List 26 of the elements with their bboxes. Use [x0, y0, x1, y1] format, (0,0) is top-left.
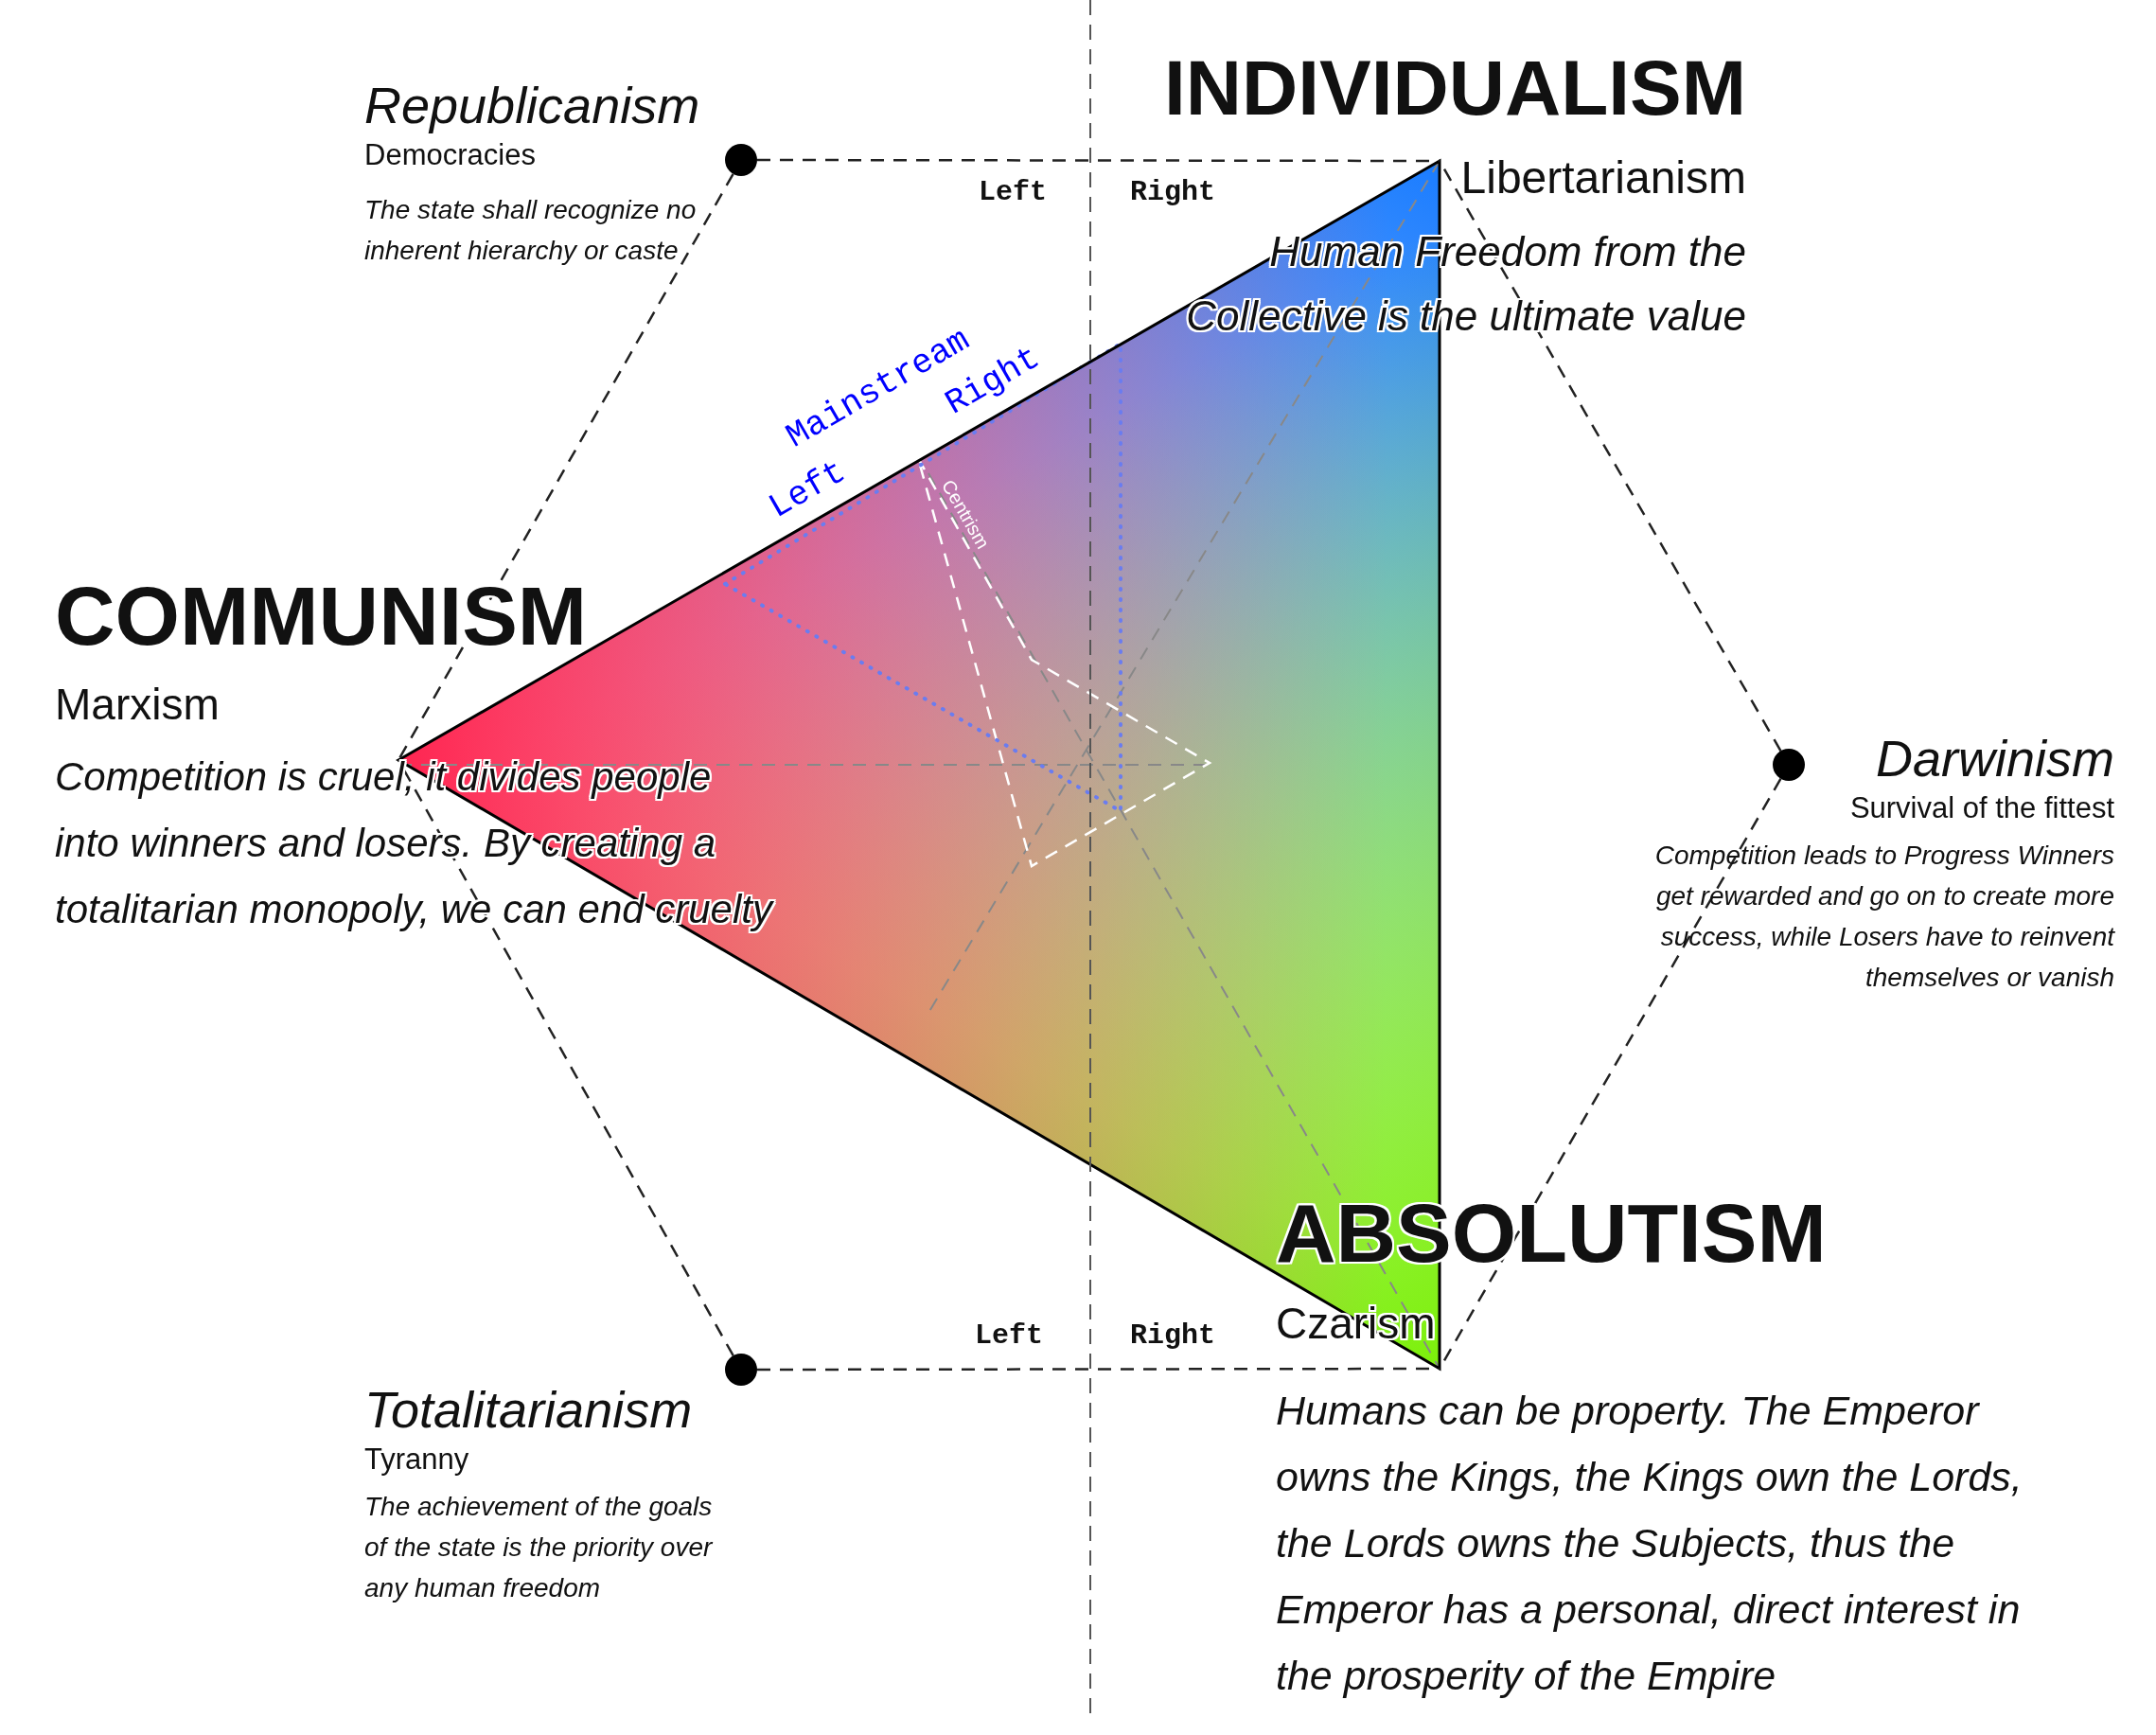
ideology-title: Republicanism	[364, 76, 700, 134]
ideology-description: The state shall recognize no inherent hierarchy or caste	[364, 194, 698, 267]
axis-side-label: Left	[975, 1319, 1043, 1353]
dot-marker	[1773, 749, 1805, 781]
ideology-subtitle: Democracies	[364, 138, 536, 172]
ideology-subtitle: Survival of the fittest	[1849, 791, 2114, 825]
dashed-connector	[757, 158, 1440, 163]
axis-side-label: Left	[979, 176, 1047, 209]
dot-marker	[725, 144, 757, 176]
ideology-title: Darwinism	[1875, 729, 2114, 788]
corner-heading: COMMUNISM	[55, 568, 588, 664]
corner-description: Humans can be property. The Emperor owns the Kings, the Kings own the Lords, the Lords owns the Subjects, thus the Emperor has a personal, direct interest in the prosperity of the Empire	[1276, 1387, 2023, 1700]
corner-subheading: Libertarianism	[1460, 151, 1746, 204]
corner-subheading: Marxism	[55, 680, 220, 730]
ideology-title: Totalitarianism	[364, 1380, 693, 1439]
dot-marker	[725, 1354, 757, 1386]
corner-heading: INDIVIDUALISM	[1164, 44, 1746, 133]
dashed-connector	[397, 759, 734, 1356]
axis-side-label: Left	[762, 452, 853, 528]
ideology-subtitle: Tyranny	[364, 1443, 469, 1477]
axis-side-label: Right	[1130, 176, 1215, 209]
ideology-description: Competition leads to Progress Winners get rewarded and go on to create more success, while Losers have to reinvent themselves or vanish	[1653, 840, 2114, 994]
dashed-connector	[397, 173, 734, 761]
dashed-connector	[757, 1367, 1440, 1372]
axis-side-label: Right	[1130, 1319, 1215, 1353]
ideology-description: The achievement of the goals of the state is the priority over any human freedom	[364, 1491, 715, 1604]
